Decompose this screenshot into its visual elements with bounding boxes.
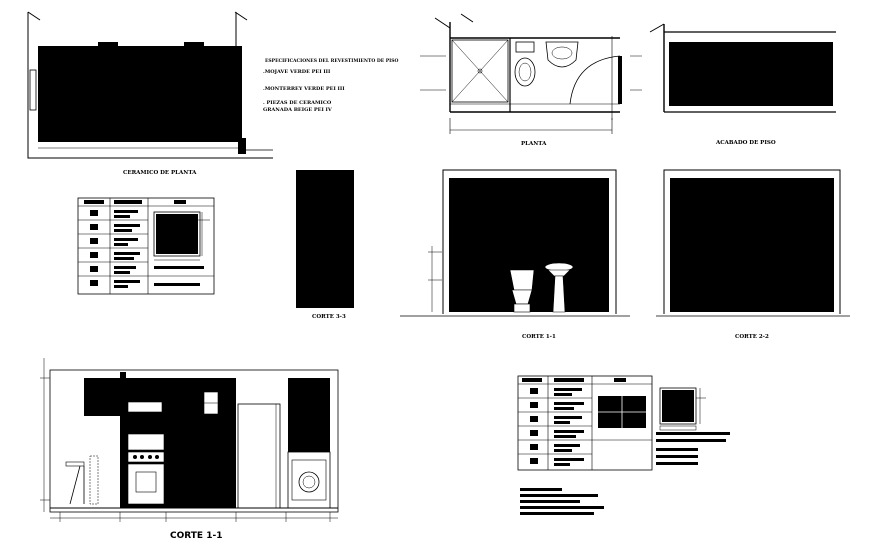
corte-1-1-kitchen-elevation <box>40 358 339 522</box>
spec-line-2: .MONTERREY VERDE PEI III <box>263 86 345 92</box>
spec-line-1: .MOJAVE VERDE PEI III <box>263 69 331 75</box>
washing-machine <box>291 459 327 501</box>
caption-corte-1-1-small: CORTE 1-1 <box>522 334 556 340</box>
counter-stool <box>65 461 85 505</box>
caption-ceramico-planta: CERAMICO DE PLANTA <box>123 170 197 176</box>
caption-corte-2-2: CORTE 2-2 <box>735 334 769 340</box>
caption-corte-1-1-large: CORTE 1-1 <box>170 531 222 541</box>
caption-acabado-piso: ACABADO DE PISO <box>715 140 776 146</box>
bathroom-plan <box>420 13 642 134</box>
spec-line-4: GRANADA BEIGE PEI IV <box>263 107 332 113</box>
spec-notes: ESPECIFICACIONES DEL REVESTIMIENTO DE PI… <box>263 58 398 113</box>
stove-range <box>127 433 165 505</box>
general-notes <box>520 488 604 515</box>
tile-grid-swatch <box>598 396 646 428</box>
legend-table-left <box>77 197 215 295</box>
caption-corte-3-3: CORTE 3-3 <box>312 314 346 320</box>
spec-heading: ESPECIFICACIONES DEL REVESTIMIENTO DE PI… <box>265 58 398 64</box>
corte-2-2-section <box>656 169 850 317</box>
pedestal-sink-elevation <box>544 262 574 313</box>
corte-3-3-section <box>296 170 354 308</box>
corte-1-1-section-small <box>400 169 630 317</box>
spec-line-3: . PIEZAS DE CERAMICO <box>263 100 332 106</box>
toilet-elevation <box>509 269 535 313</box>
acabado-piso-plan <box>649 23 836 113</box>
caption-planta: PLANTA <box>521 141 547 147</box>
ceramico-planta-plan <box>27 11 273 159</box>
legend-table-right <box>517 375 730 471</box>
